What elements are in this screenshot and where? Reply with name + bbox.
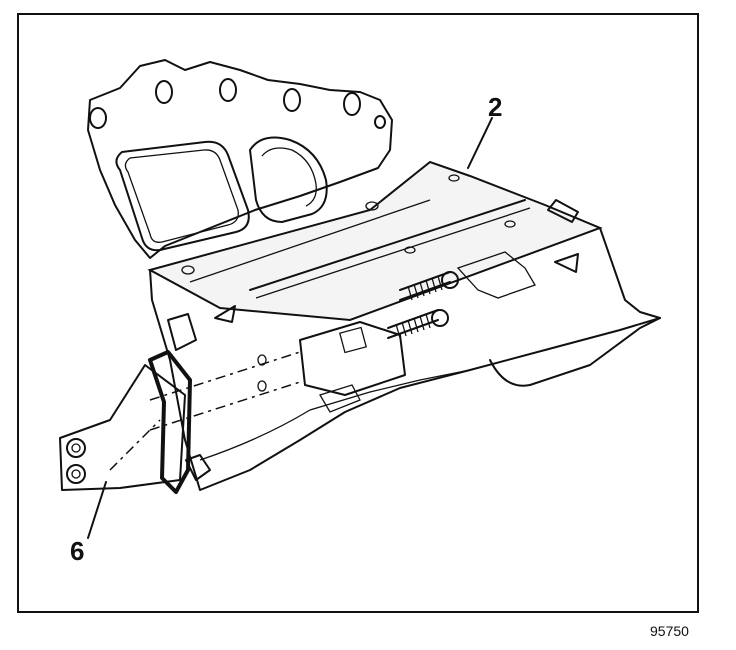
deck-rib — [249, 199, 526, 291]
crossmember-assembly — [87, 59, 661, 491]
deck-rib — [255, 207, 531, 299]
lower-edge — [199, 369, 471, 461]
alignment-line — [149, 381, 301, 431]
callout-6: 6 — [70, 536, 84, 566]
flange-hole — [343, 92, 361, 116]
locating-arrow — [214, 305, 236, 323]
top-deck — [147, 160, 603, 322]
mounting-stud-lower — [387, 309, 449, 339]
center-bracket-lower — [319, 384, 361, 413]
figure-frame — [17, 13, 699, 613]
figure-number: 95750 — [650, 623, 689, 639]
bracket-eye-hole — [66, 438, 86, 458]
bottom-tab — [185, 454, 211, 481]
deck-hole — [504, 220, 516, 228]
deck-hole — [181, 265, 195, 275]
flange-hole — [155, 80, 173, 104]
tube-opening — [249, 136, 328, 223]
lower-flange — [489, 317, 661, 387]
large-opening-inner — [124, 149, 239, 243]
side-bracket — [59, 350, 301, 494]
flange-hole — [89, 107, 107, 129]
deck-hole — [404, 246, 416, 254]
tube-opening-inner — [261, 147, 317, 207]
bracket-bolt-hole — [257, 354, 267, 366]
center-bracket-slot — [338, 326, 368, 354]
deck-hole — [365, 201, 379, 211]
center-bracket — [299, 321, 406, 396]
end-tab — [547, 199, 579, 223]
alignment-line — [149, 351, 301, 401]
deck-hole — [448, 174, 460, 182]
deck-slot — [456, 251, 536, 299]
rear-flange — [87, 59, 393, 259]
large-opening — [115, 140, 250, 252]
flange-hole — [283, 88, 301, 112]
alignment-line — [109, 419, 161, 471]
side-wall — [149, 227, 661, 491]
bracket-bolt-hole — [257, 380, 267, 392]
bracket-eye-hole-inner — [71, 469, 81, 479]
locating-arrow — [554, 253, 579, 273]
leader-line-2 — [467, 117, 493, 169]
bracket-eye-hole-inner — [71, 443, 81, 453]
flange-hole — [219, 78, 237, 102]
bracket-eye-hole — [66, 464, 86, 484]
callout-2: 2 — [488, 92, 502, 122]
leader-line-6 — [87, 481, 107, 539]
flange-hole — [374, 115, 386, 129]
bracket-plate — [148, 350, 192, 494]
deck-edge — [189, 199, 431, 283]
bracket-gusset — [59, 364, 186, 491]
mounting-stud-upper — [399, 271, 459, 301]
side-opening — [167, 313, 197, 351]
